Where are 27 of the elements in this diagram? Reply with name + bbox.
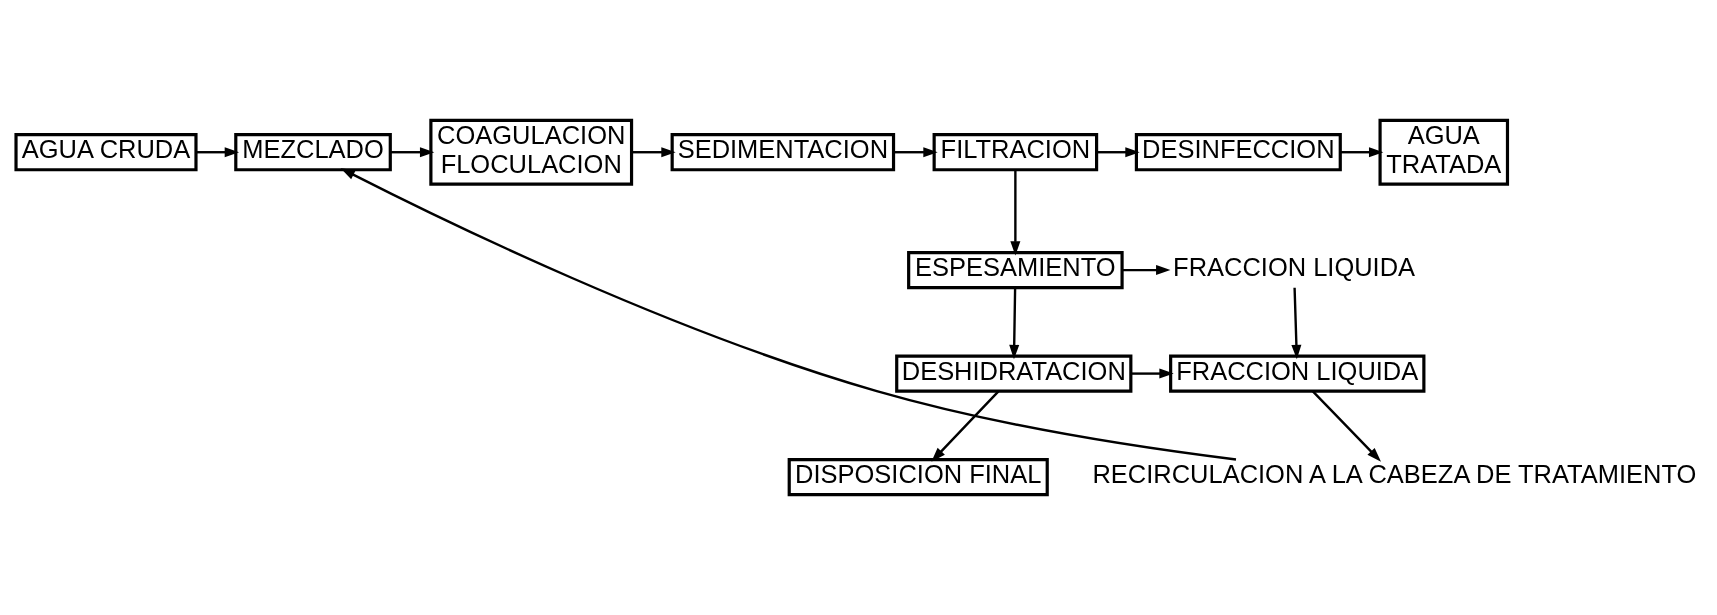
arrow [390,147,435,158]
node-text: RECIRCULACION A LA CABEZA DE TRATAMIENTO [1092,460,1697,489]
arrow [931,390,1000,462]
node-box: SEDIMENTACION [670,133,896,172]
node-box: FILTRACION [932,133,1099,172]
arrow [893,147,938,158]
arrow [1312,390,1382,462]
node-box: DISPOSICION FINAL [787,458,1049,497]
arrow [1009,287,1020,360]
arrow [1291,287,1302,360]
arrow [1122,265,1171,276]
node-text: FRACCION LIQUIDA [1173,253,1416,282]
arrow [631,147,676,158]
node-box: MEZCLADO [234,133,392,172]
node-box: DESHIDRATACION [895,354,1133,393]
node-box: FRACCION LIQUIDA [1169,354,1426,393]
arrow [1131,368,1174,379]
node-box: COAGULACION FLOCULACION [429,118,634,186]
arrow [340,168,1237,461]
node-box: ESPESAMIENTO [907,250,1124,290]
arrow [1340,147,1384,158]
arrow [1010,169,1021,256]
arrow [196,147,240,158]
node-box: DESINFECCION [1134,133,1342,172]
arrow [1096,147,1140,158]
node-box: AGUA CRUDA [14,133,198,172]
node-box: AGUA TRATADA [1378,118,1510,186]
